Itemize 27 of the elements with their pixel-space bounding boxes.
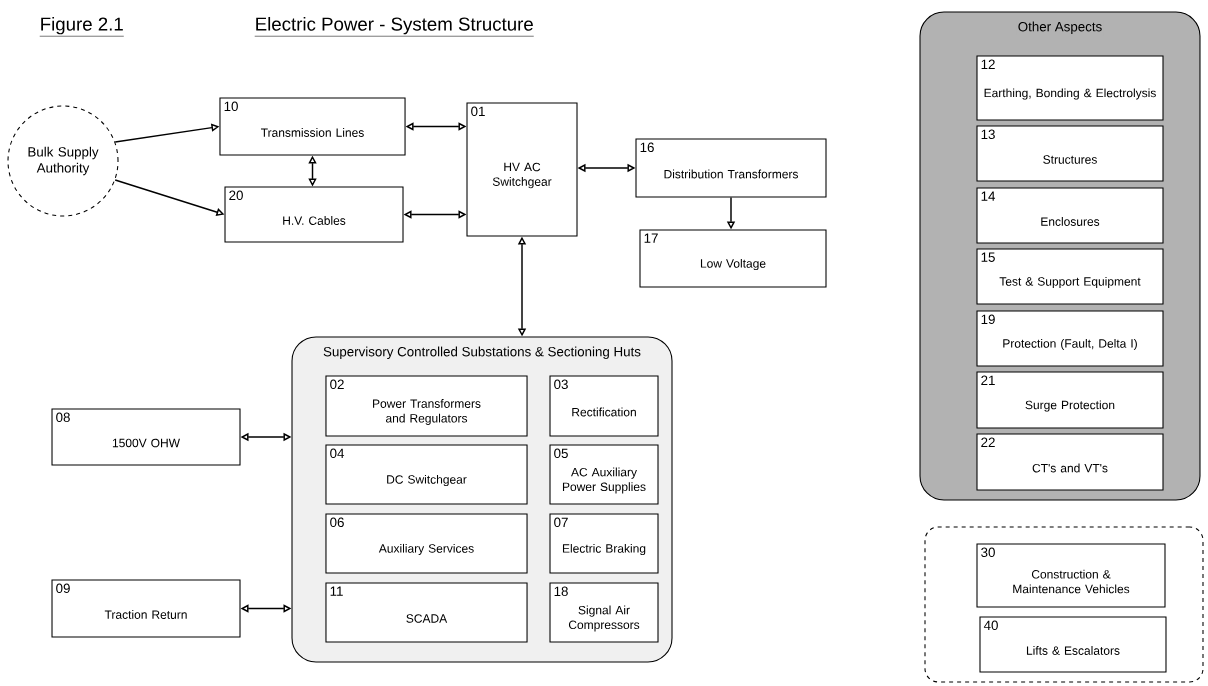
box-number: 06	[330, 517, 344, 528]
box-number: 15	[981, 252, 995, 262]
title: Electric Power - System Structure	[254, 16, 534, 37]
box-number: 14	[981, 191, 996, 201]
box-number: 40	[983, 620, 998, 631]
dashed-frame	[924, 526, 1204, 683]
box-number: 30	[981, 547, 995, 558]
box-number: 03	[554, 379, 568, 390]
figure-label: Figure 2.1	[39, 16, 125, 37]
box-number: 10	[224, 101, 238, 112]
box-number: 05	[554, 448, 568, 459]
box-number: 07	[554, 517, 568, 528]
box-number: 13	[981, 129, 995, 140]
box-number: 01	[471, 106, 485, 117]
box-number: 21	[981, 375, 995, 385]
box-number: 08	[56, 412, 70, 423]
box-number: 18	[554, 586, 568, 597]
box-number: 02	[330, 379, 344, 390]
box-number: 04	[330, 448, 345, 459]
box-number: 17	[644, 233, 658, 243]
box-number: 16	[640, 142, 654, 153]
box-number: 20	[229, 190, 243, 201]
box-number: 12	[981, 59, 995, 69]
box-number: 09	[56, 583, 70, 594]
box-number: 19	[981, 314, 995, 325]
box-number: 22	[981, 437, 995, 447]
box-number: 11	[330, 586, 343, 596]
